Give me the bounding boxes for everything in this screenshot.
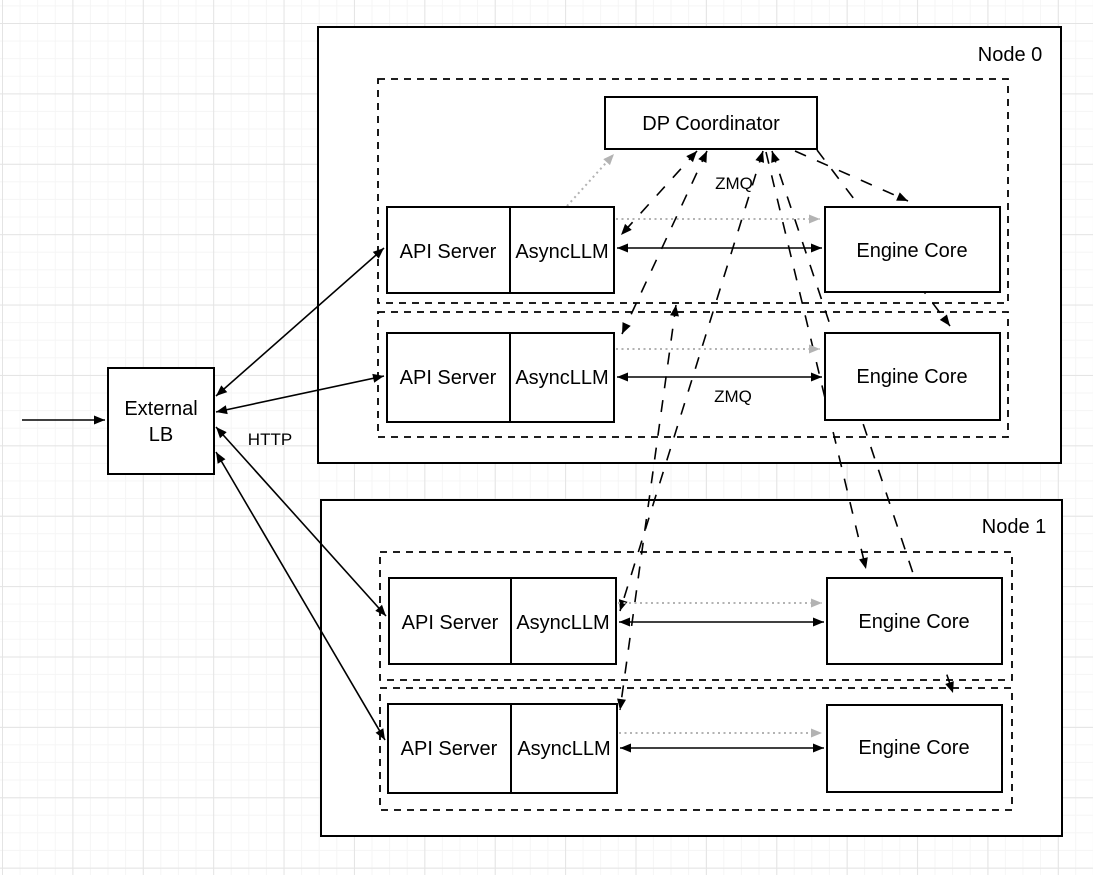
api-server-1-label: API Server bbox=[400, 367, 497, 389]
api-server-0-box bbox=[386, 206, 511, 294]
asyncllm-3-box bbox=[510, 703, 618, 794]
engine-core-0-label: Engine Core bbox=[856, 240, 967, 262]
engine-core-3-label: Engine Core bbox=[858, 737, 969, 759]
api-server-2-label: API Server bbox=[402, 612, 499, 634]
asyncllm-0-box bbox=[509, 206, 615, 294]
api-server-1-box bbox=[386, 332, 511, 423]
engine-core-2-label: Engine Core bbox=[858, 611, 969, 633]
asyncllm-0-label: AsyncLLM bbox=[515, 241, 608, 263]
asyncllm-1-box bbox=[509, 332, 615, 423]
external-lb-box bbox=[107, 367, 215, 475]
http-label: HTTP bbox=[248, 430, 292, 449]
node1-label: Node 1 bbox=[982, 516, 1047, 538]
asyncllm-1-label: AsyncLLM bbox=[515, 367, 608, 389]
engine-core-1-label: Engine Core bbox=[856, 366, 967, 388]
asyncllm-2-label: AsyncLLM bbox=[516, 612, 609, 634]
engine-core-0-box bbox=[824, 206, 1001, 293]
dp-coordinator-label: DP Coordinator bbox=[642, 113, 780, 135]
external-lb-label-line1: External bbox=[124, 398, 197, 420]
asyncllm-2-box bbox=[510, 577, 617, 665]
zmq-engine-label: ZMQ bbox=[714, 387, 752, 406]
rank3-container bbox=[379, 687, 1013, 811]
edge-asyncllm0-coordinator-dotted bbox=[566, 153, 615, 207]
edge-asyncllm3-coordinator bbox=[617, 304, 679, 711]
zmq-coordinator-label: ZMQ bbox=[715, 174, 753, 193]
external-lb-label-line2: LB bbox=[149, 424, 173, 446]
edge-lb-api3 bbox=[215, 451, 386, 741]
api-server-0-label: API Server bbox=[400, 241, 497, 263]
edge-lb-api0 bbox=[215, 247, 385, 397]
node0-label: Node 0 bbox=[978, 44, 1043, 66]
api-server-3-box bbox=[387, 703, 512, 794]
engine-core-3-box bbox=[826, 704, 1003, 793]
edge-lb-api1 bbox=[215, 373, 385, 415]
engine-core-2-box bbox=[826, 577, 1003, 665]
api-server-3-label: API Server bbox=[401, 738, 498, 760]
dp-coordinator-box bbox=[604, 96, 818, 150]
rank0-container bbox=[377, 78, 1009, 304]
engine-core-1-box bbox=[824, 332, 1001, 421]
asyncllm-3-label: AsyncLLM bbox=[517, 738, 610, 760]
